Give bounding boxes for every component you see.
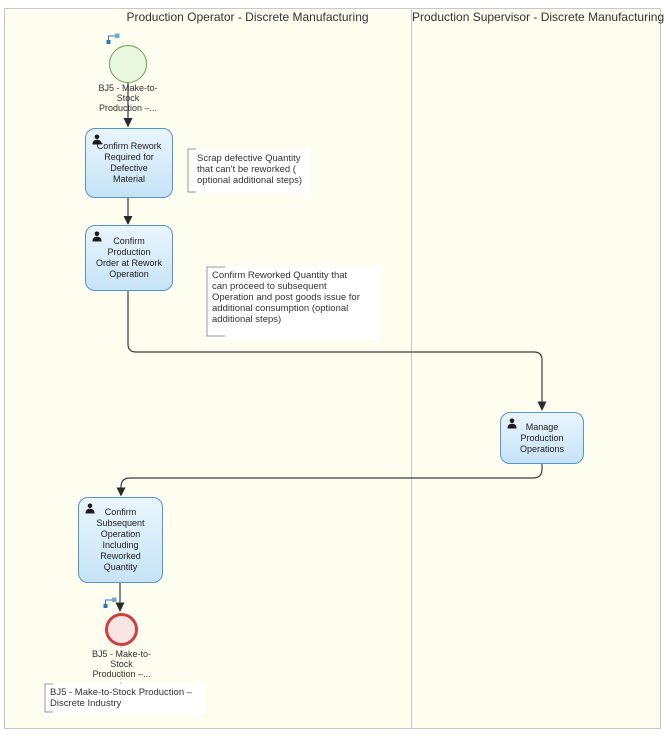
annotation-confirm-reworked-quantity: Confirm Reworked Quantity that can proce… <box>207 266 379 340</box>
linked-process-icon <box>103 596 117 609</box>
task-label: Confirm Subsequent Operation Including R… <box>96 507 145 572</box>
task-label: Manage Production Operations <box>519 421 565 454</box>
person-icon <box>85 503 97 514</box>
annotation-text: Scrap defective Quantity that can't be r… <box>197 153 303 186</box>
annotation-text: BJ5 - Make-to-Stock Production – Discret… <box>50 687 193 709</box>
task-manage-production-operations[interactable]: Manage Production Operations <box>500 412 584 464</box>
end-event[interactable] <box>105 613 138 646</box>
lane-divider <box>411 8 412 729</box>
task-label: Confirm Production Order at Rework Opera… <box>95 236 163 279</box>
annotation-process-reference: BJ5 - Make-to-Stock Production – Discret… <box>45 683 205 714</box>
annotation-scrap-defective-quantity: Scrap defective Quantity that can't be r… <box>192 149 310 193</box>
annotation-text: Confirm Reworked Quantity that can proce… <box>212 270 360 325</box>
task-label: Confirm Rework Required for Defective Ma… <box>96 141 162 184</box>
person-icon <box>507 418 519 429</box>
start-event-label: BJ5 - Make-to- Stock Production –... <box>98 83 158 113</box>
diagram-canvas <box>4 8 661 729</box>
person-icon <box>92 134 104 145</box>
task-confirm-rework-required[interactable]: Confirm Rework Required for Defective Ma… <box>85 128 173 198</box>
task-confirm-production-order-rework[interactable]: Confirm Production Order at Rework Opera… <box>85 225 173 291</box>
person-icon <box>92 231 104 242</box>
start-event[interactable] <box>109 45 147 83</box>
end-event-label: BJ5 - Make-to- Stock Production –... <box>91 649 151 679</box>
task-confirm-subsequent-operation[interactable]: Confirm Subsequent Operation Including R… <box>78 497 163 583</box>
lane-header-production-operator: Production Operator - Discrete Manufactu… <box>126 10 369 24</box>
linked-process-icon <box>106 32 120 45</box>
lane-header-production-supervisor: Production Supervisor - Discrete Manufac… <box>412 10 665 24</box>
